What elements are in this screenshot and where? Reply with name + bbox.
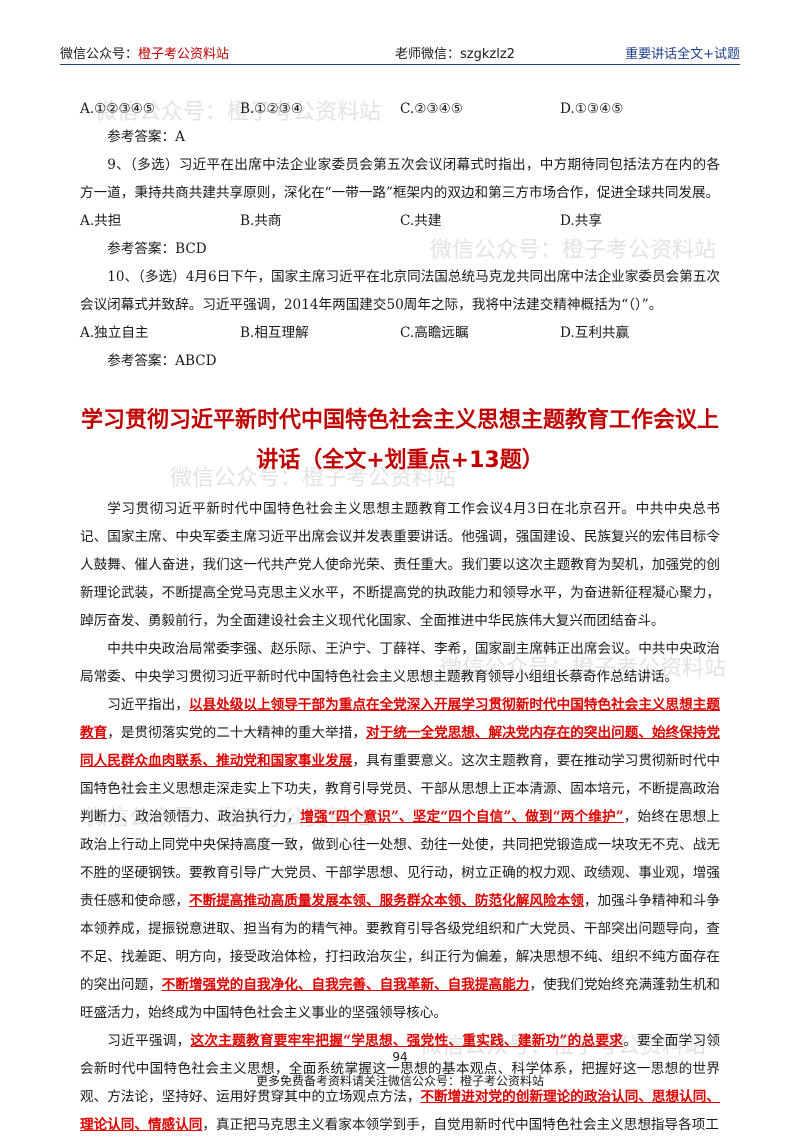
key-point-highlight: 这次主题教育要牢牢把握“学思想、强党性、重实践、建新功”的总要求	[190, 1033, 624, 1049]
header-right: 重要讲话全文+试题	[625, 47, 740, 62]
page-footer: 更多免费备考资料请关注微信公众号：橙子考公资料站	[255, 1074, 544, 1088]
watermark: 微信公众号：橙子考公资料站	[440, 656, 727, 681]
option: C.②③④⑤	[400, 101, 463, 117]
option: A.①②③④⑤	[80, 101, 156, 117]
watermark: 微信公众号：橙子考公资料站	[85, 806, 372, 831]
section-title: 学习贯彻习近平新时代中国特色社会主义思想主题教育工作会议上讲话（全文+划重点+1…	[80, 408, 719, 473]
option: A.独立自主	[80, 325, 149, 341]
paragraph-3: 习近平指出，以县处级以上领导干部为重点在全党深入开展学习贯彻新时代中国特色社会主…	[80, 691, 720, 1027]
text: ，是贯彻落实党的二十大精神的重大举措，	[107, 725, 366, 741]
key-point-highlight: 不断提高推动高质量发展本领、服务群众本领、防范化解风险本领	[188, 893, 584, 909]
text: 习近平指出，	[107, 697, 189, 713]
text: 习近平强调，	[107, 1033, 191, 1049]
key-point-highlight: 对于统一全党思想、解决党内存在的突出问题、始终保持党同人民群众血肉联系、推动党和…	[80, 725, 721, 769]
question-9-options: A.共担 B.共商 C.共建 D.共享	[80, 207, 720, 235]
question-9-text: 9、（多选）习近平在出席中法企业家委员会第五次会议闭幕式时指出，中方期待同包括法…	[80, 157, 720, 201]
question-10-answer: 参考答案：ABCD	[107, 353, 217, 369]
watermark: 微信公众号：橙子考公资料站	[420, 1034, 707, 1059]
key-point-highlight: 以县处级以上领导干部为重点在全党深入开展学习贯彻新时代中国特色社会主义思想主题教…	[80, 697, 721, 741]
header-center: 老师微信：szgkzlz2	[395, 47, 515, 62]
question-9-answer: 参考答案：BCD	[107, 241, 207, 257]
option: D.①③④⑤	[560, 101, 624, 117]
option: B.共商	[240, 213, 282, 229]
text: ，使我们党始终充满蓬勃生机和旺盛活力，始终成为中国特色社会主义事业的坚强领导核心…	[80, 977, 721, 1021]
paragraph-2: 中共中央政治局常委李强、赵乐际、王沪宁、丁薛祥、李希，国家副主席韩正出席会议。中…	[80, 641, 720, 685]
key-point-highlight: 不断增强党的自我净化、自我完善、自我革新、自我提高能力	[161, 977, 530, 993]
text: ，具有重要意义。这次主题教育，要在推动学习贯彻新时代中国特色社会主义思想走深走实…	[80, 753, 721, 825]
option: B.相互理解	[240, 325, 309, 341]
header-left-prefix: 微信公众号：	[60, 47, 139, 62]
option: D.共享	[560, 213, 602, 229]
question-8-options: A.①②③④⑤ B.①②③④ C.②③④⑤ D.①③④⑤	[80, 95, 720, 123]
option: D.互利共赢	[560, 325, 630, 341]
question-8-answer: 参考答案：A	[107, 129, 185, 145]
option: C.高瞻远瞩	[400, 325, 469, 341]
option: C.共建	[400, 213, 442, 229]
watermark: 微信公众号：橙子考公资料站	[95, 100, 382, 125]
page-content: A.①②③④⑤ B.①②③④ C.②③④⑤ D.①③④⑤ 参考答案：A 9、（多…	[80, 95, 720, 1139]
watermark: 微信公众号：橙子考公资料站	[430, 238, 717, 263]
watermark: 微信公众号：橙子考公资料站	[170, 466, 457, 491]
question-10-text: 10、（多选）4月6日下午，国家主席习近平在北京同法国总统马克龙共同出席中法企业…	[80, 269, 720, 313]
key-point-highlight: 不断增进对党的创新理论的政治认同、思想认同、理论认同、情感认同	[80, 1089, 720, 1133]
paragraph-1: 学习贯彻习近平新时代中国特色社会主义思想主题教育工作会议4月3日在北京召开。中共…	[80, 501, 720, 629]
text: 。要全面学习领会新时代中国特色社会主义思想，全面系统掌握这一思想的基本观点、科学…	[80, 1033, 721, 1105]
key-point-highlight: 增强“四个意识”、坚定“四个自信”、做到“两个维护”	[300, 809, 624, 825]
page-header: 微信公众号：橙子考公资料站 老师微信：szgkzlz2 重要讲话全文+试题	[60, 40, 740, 65]
page-number: 94	[392, 1050, 408, 1064]
text: ，加强斗争精神和斗争本领养成，提振锐意进取、担当有为的精气神。要教育引导各级党组…	[80, 893, 721, 993]
header-account-name: 橙子考公资料站	[138, 47, 230, 62]
text: ，真正把马克思主义看家本领学到手，自觉用新时代中国特色社会主义思想指导各项工	[202, 1117, 719, 1133]
text: ，始终在思想上政治上行动上同党中央保持高度一致，做到心往一处想、劲往一处使，共同…	[80, 809, 721, 909]
paragraph-4: 习近平强调，这次主题教育要牢牢把握“学思想、强党性、重实践、建新功”的总要求。要…	[80, 1027, 720, 1139]
option: A.共担	[80, 213, 122, 229]
question-10-options: A.独立自主 B.相互理解 C.高瞻远瞩 D.互利共赢	[80, 319, 720, 347]
header-left: 微信公众号：橙子考公资料站	[60, 43, 229, 62]
option: B.①②③④	[240, 101, 304, 117]
